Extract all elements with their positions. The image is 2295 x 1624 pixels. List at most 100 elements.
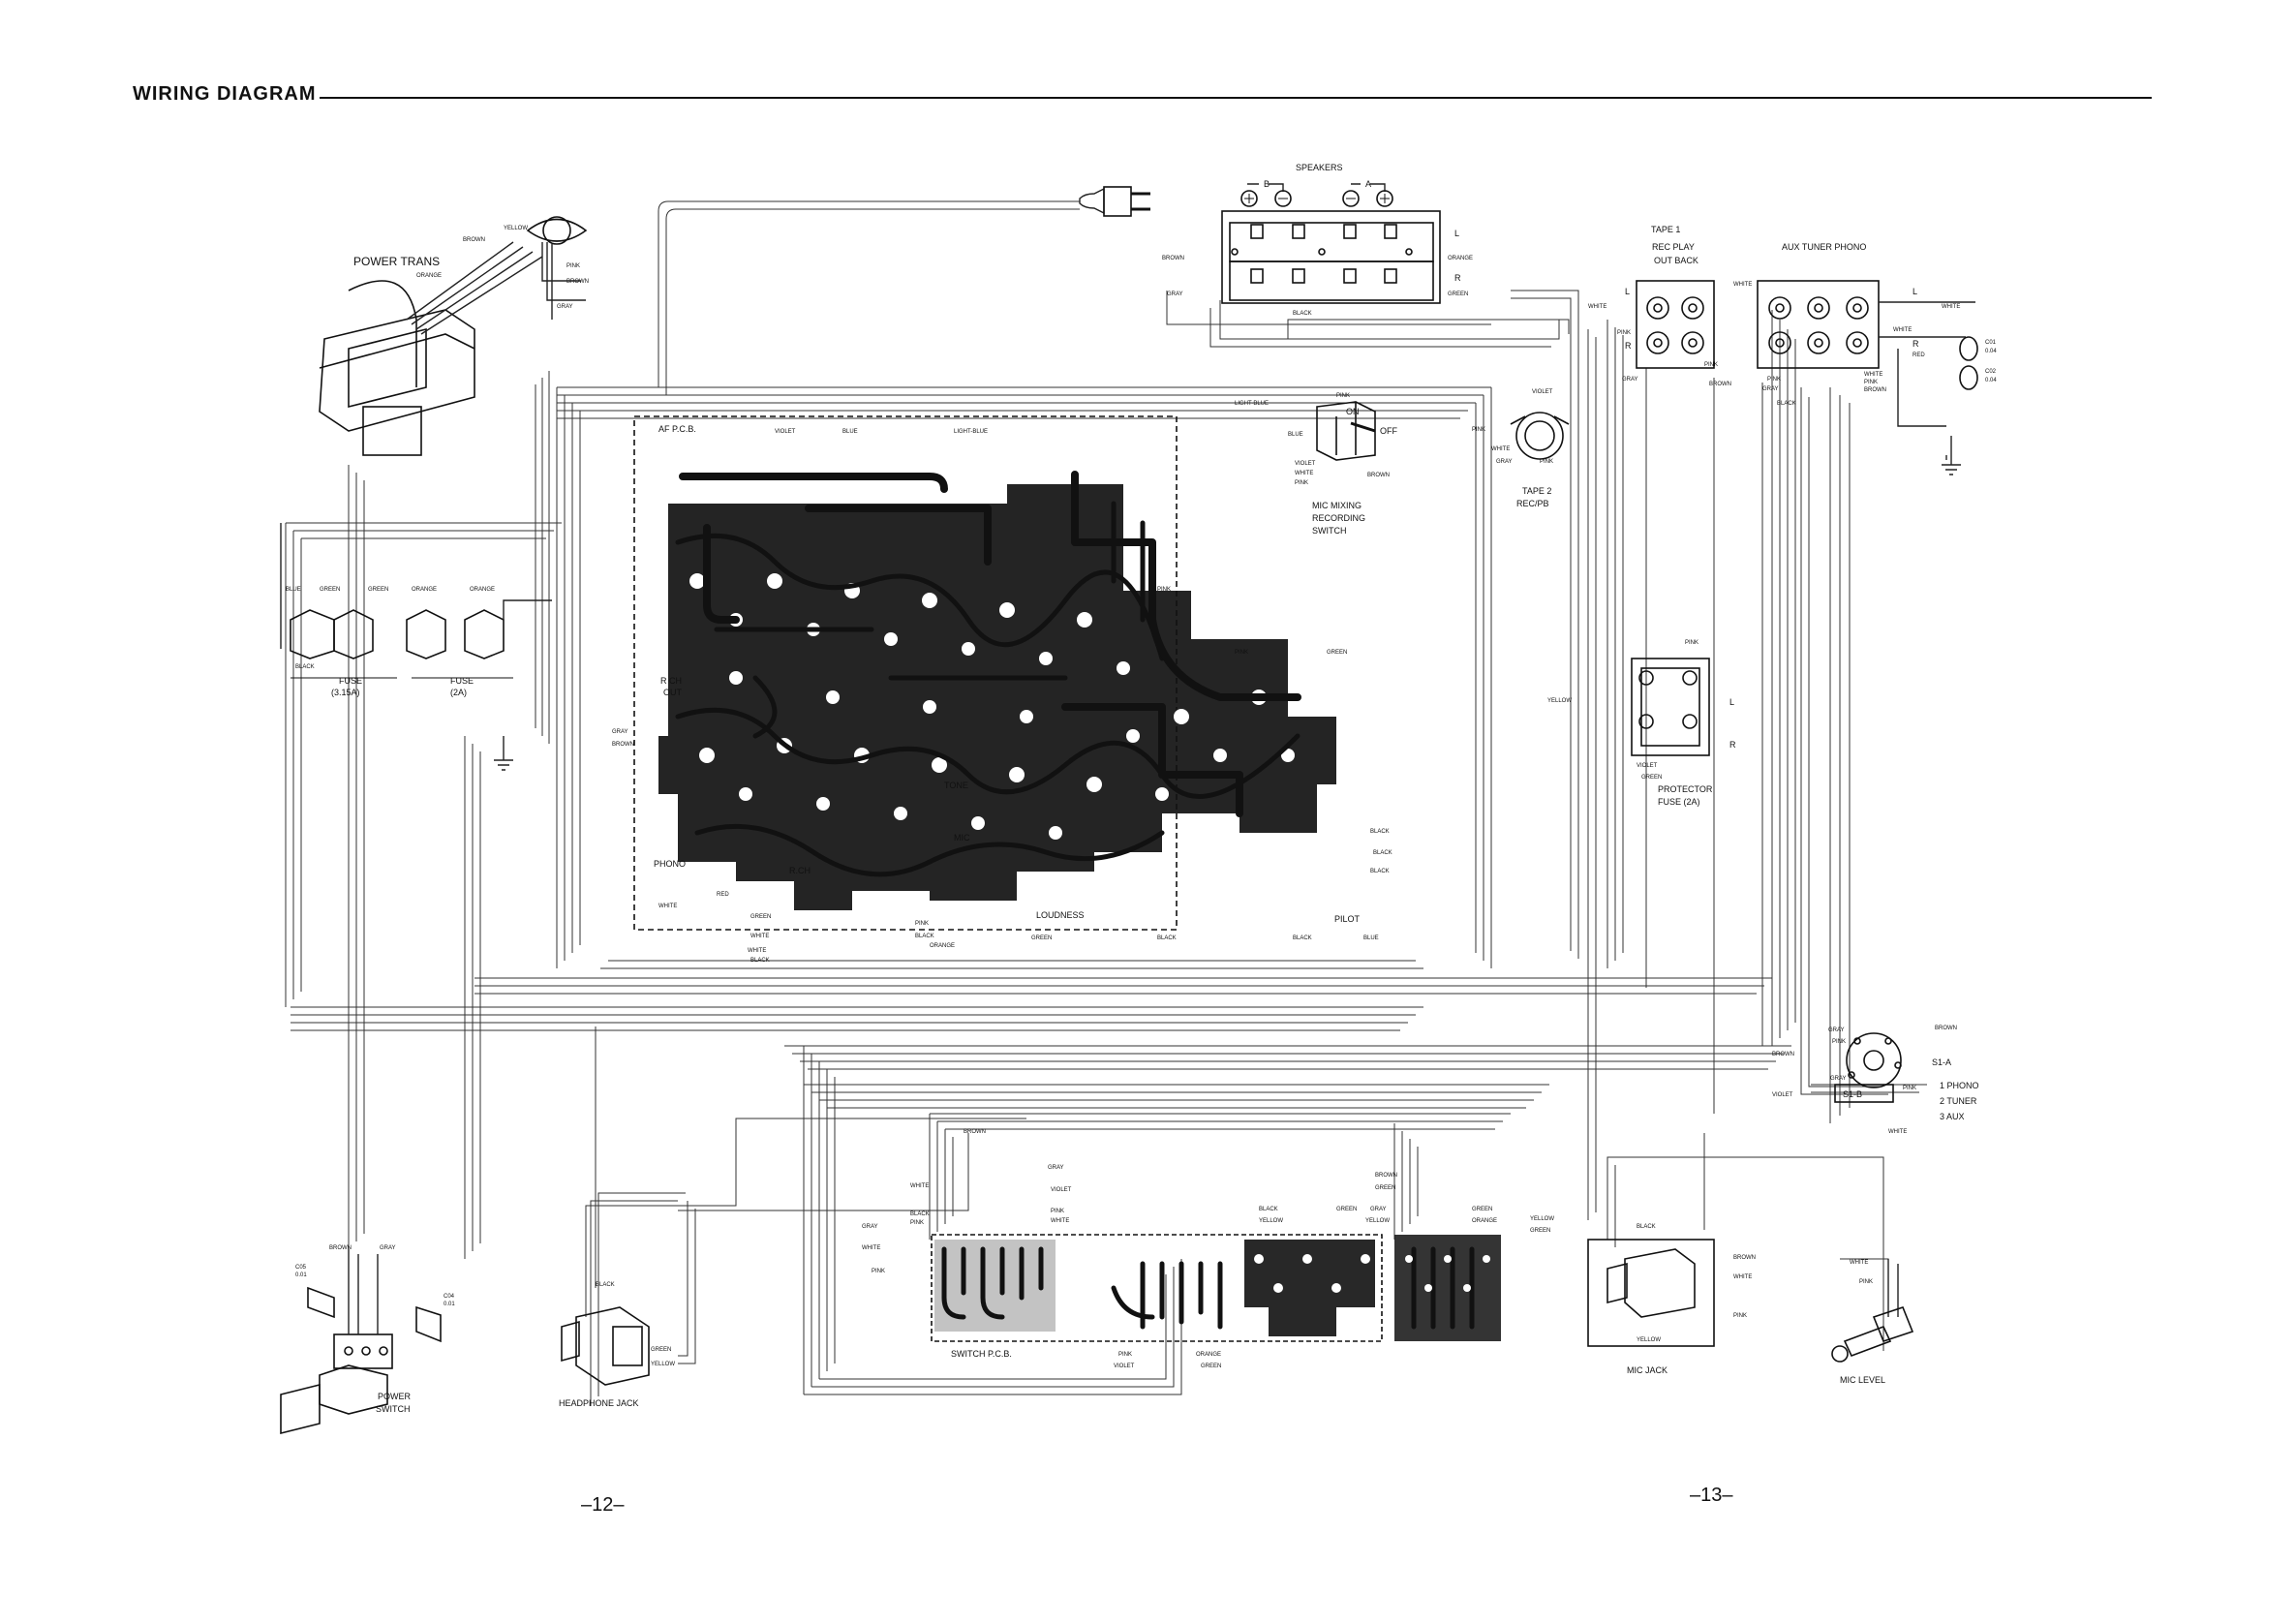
svg-text:BROWN: BROWN [1935,1026,1957,1031]
svg-text:L: L [1729,697,1734,707]
svg-text:BLACK: BLACK [1777,401,1796,407]
svg-text:BLACK: BLACK [596,1282,615,1288]
svg-text:PINK: PINK [1157,587,1171,593]
svg-text:PINK: PINK [910,1220,924,1226]
svg-text:ORANGE: ORANGE [1448,256,1473,261]
svg-text:GREEN: GREEN [1031,935,1052,941]
pcb-traces [679,471,1301,817]
headphone-jack: BLACK GREEN YELLOW HEADPHONE JACK [559,1282,675,1408]
fuse-block: BLUE GREEN GREEN ORANGE ORANGE BLACK FUS… [280,523,552,771]
svg-text:WHITE: WHITE [1733,282,1752,288]
svg-text:1 PHONO: 1 PHONO [1940,1081,1979,1090]
svg-text:GREEN: GREEN [1472,1207,1492,1212]
svg-text:BROWN: BROWN [463,237,485,243]
svg-text:PINK: PINK [566,263,580,269]
svg-text:RED: RED [1912,352,1925,358]
svg-text:LIGHT-BLUE: LIGHT-BLUE [1235,401,1269,407]
svg-text:WHITE: WHITE [1295,471,1313,476]
svg-text:VIOLET: VIOLET [1295,461,1316,467]
tape1-jacks: TAPE 1 REC PLAY OUT BACK L R WHITE PINK … [1588,225,1731,387]
aux-tuner-phono-jacks: AUX TUNER PHONO L R WHITE WHITE RED WHIT… [1733,242,1997,475]
svg-text:BLACK: BLACK [750,958,770,964]
page-number-left: –12– [581,1494,625,1516]
svg-text:WHITE: WHITE [1888,1129,1907,1135]
svg-text:BROWN: BROWN [566,279,589,285]
mic-level-pot: WHITE PINK MIC LEVEL [1831,1259,1914,1385]
svg-text:TAPE 2: TAPE 2 [1522,486,1551,496]
svg-text:GRAY: GRAY [1762,386,1779,392]
svg-text:BLACK: BLACK [1637,1224,1656,1230]
svg-text:PINK: PINK [1051,1209,1064,1214]
svg-text:BLUE: BLUE [1363,935,1379,941]
svg-text:WHITE: WHITE [658,904,677,909]
svg-text:GREEN: GREEN [1336,1207,1357,1212]
svg-text:YELLOW: YELLOW [1547,698,1572,704]
svg-text:BLUE: BLUE [286,587,301,593]
svg-text:GRAY: GRAY [1048,1165,1064,1171]
svg-text:0.04: 0.04 [1985,349,1997,354]
svg-text:OUT BACK: OUT BACK [1654,256,1698,265]
protector-fuse: PINK YELLOW VIOLET GREEN L R PROTECTOR F… [1547,640,1736,807]
svg-text:ORANGE: ORANGE [1472,1218,1497,1224]
svg-text:WHITE: WHITE [1850,1260,1868,1266]
svg-text:PINK: PINK [1864,380,1878,385]
svg-text:ORANGE: ORANGE [1196,1352,1221,1358]
svg-text:VIOLET: VIOLET [1532,389,1553,395]
svg-text:MIC MIXING: MIC MIXING [1312,501,1362,510]
svg-text:PHONO: PHONO [654,859,686,869]
svg-text:FUSE (2A): FUSE (2A) [1658,797,1700,807]
svg-text:ORANGE: ORANGE [930,943,955,949]
svg-text:BROWN: BROWN [1375,1173,1397,1179]
pcb-trace-gaps [675,501,1300,877]
svg-text:ORANGE: ORANGE [470,587,495,593]
svg-text:GREEN: GREEN [320,587,340,593]
svg-text:PINK: PINK [1704,362,1718,368]
svg-text:GRAY: GRAY [1370,1207,1387,1212]
svg-text:PINK: PINK [1859,1279,1873,1285]
svg-text:WHITE: WHITE [1893,327,1912,333]
svg-text:R CH: R CH [660,676,682,686]
svg-text:S1-B: S1-B [1843,1089,1862,1099]
svg-text:SWITCH: SWITCH [1312,526,1347,536]
speaker-terminals: SPEAKERS B A L R BROWN GRAY ORANGE GREEN… [1162,163,1473,317]
svg-text:BLACK: BLACK [1370,829,1390,835]
svg-text:OFF: OFF [1380,426,1397,436]
selector-switch: S1-B S1-A 1 PHONO 2 TUNER 3 AUX BROWN GR… [1772,1026,1979,1135]
svg-text:PINK: PINK [1540,459,1553,465]
svg-text:BLUE: BLUE [842,429,858,435]
svg-text:ORANGE: ORANGE [412,587,437,593]
svg-text:PINK: PINK [1685,640,1698,646]
speaker-polarity-symbols [1240,190,1393,207]
svg-text:VIOLET: VIOLET [775,429,796,435]
svg-text:BROWN: BROWN [1709,382,1731,387]
svg-text:GREEN: GREEN [1375,1185,1395,1191]
svg-text:YELLOW: YELLOW [1365,1218,1390,1224]
svg-text:VIOLET: VIOLET [1051,1187,1072,1193]
svg-text:C05: C05 [295,1265,307,1271]
svg-text:PILOT: PILOT [1334,914,1361,924]
svg-text:R: R [1912,339,1919,349]
svg-text:BROWN: BROWN [1772,1052,1794,1057]
svg-text:GRAY: GRAY [1622,377,1638,383]
svg-text:BROWN: BROWN [1162,256,1184,261]
svg-text:WHITE: WHITE [1733,1274,1752,1280]
svg-text:BLACK: BLACK [910,1211,930,1217]
tape2-din-socket: VIOLET PINK WHITE GRAY PINK TAPE 2 REC/P… [1472,389,1570,508]
svg-text:B: B [1264,179,1270,189]
svg-text:GREEN: GREEN [750,914,771,920]
svg-text:WHITE: WHITE [1942,304,1960,310]
mic-jack: BLACK BROWN WHITE PINK YELLOW MIC JACK [1587,1224,1756,1375]
svg-text:PINK: PINK [1903,1086,1916,1091]
svg-text:PINK: PINK [1733,1313,1747,1319]
svg-text:PINK: PINK [1336,393,1350,399]
svg-text:GRAY: GRAY [612,729,628,735]
svg-text:TONE: TONE [944,781,968,790]
fuse2-rating: (2A) [450,688,467,697]
svg-text:PROTECTOR: PROTECTOR [1658,784,1713,794]
mic-mixing-switch: LIGHT-BLUE BLUE PINK ON OFF VIOLET WHITE… [1235,393,1397,536]
svg-text:VIOLET: VIOLET [1772,1092,1793,1098]
power-switch: BROWN GRAY C05 0.01 C04 0.01 POWER SWITC… [280,1245,455,1435]
svg-text:HEADPHONE JACK: HEADPHONE JACK [559,1398,639,1408]
page-title: WIRING DIAGRAM [133,83,317,105]
svg-text:C02: C02 [1985,369,1997,375]
